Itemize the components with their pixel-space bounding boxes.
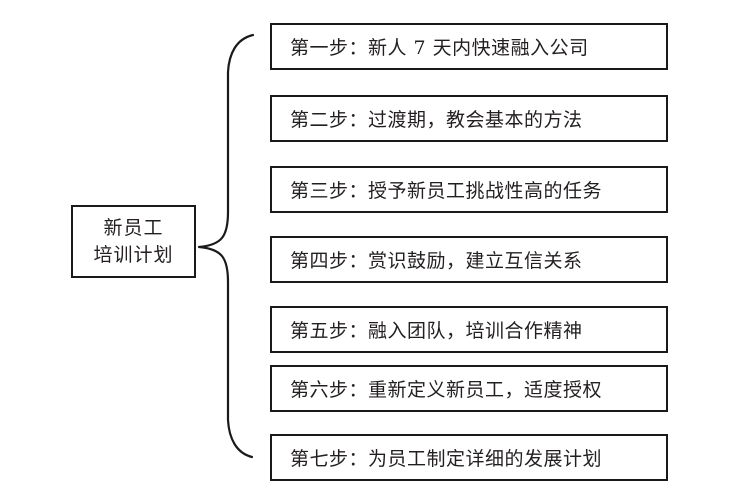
step-label-5: 第五步：融入团队，培训合作精神 [290, 320, 583, 342]
step-label-6: 第六步：重新定义新员工，适度授权 [290, 379, 603, 401]
root-node[interactable]: 新员工 培训计划 [71, 205, 196, 278]
root-node-line-2: 培训计划 [93, 243, 174, 266]
step-node-6[interactable]: 第六步：重新定义新员工，适度授权 [270, 365, 668, 412]
step-label-1: 第一步：新人 7 天内快速融入公司 [290, 37, 589, 59]
step-label-3: 第三步：授予新员工挑战性高的任务 [290, 180, 603, 202]
step-node-5[interactable]: 第五步：融入团队，培训合作精神 [270, 306, 668, 353]
root-node-line-1: 新员工 [103, 217, 164, 240]
curly-brace-path [197, 33, 255, 459]
step-label-4: 第四步：赏识鼓励，建立互信关系 [290, 250, 583, 272]
step-node-2[interactable]: 第二步：过渡期，教会基本的方法 [270, 95, 668, 142]
step-node-3[interactable]: 第三步：授予新员工挑战性高的任务 [270, 166, 668, 213]
step-node-4[interactable]: 第四步：赏识鼓励，建立互信关系 [270, 236, 668, 283]
step-label-7: 第七步：为员工制定详细的发展计划 [290, 448, 603, 470]
step-node-1[interactable]: 第一步：新人 7 天内快速融入公司 [270, 23, 668, 70]
step-node-7[interactable]: 第七步：为员工制定详细的发展计划 [270, 434, 668, 481]
step-label-2: 第二步：过渡期，教会基本的方法 [290, 109, 583, 131]
